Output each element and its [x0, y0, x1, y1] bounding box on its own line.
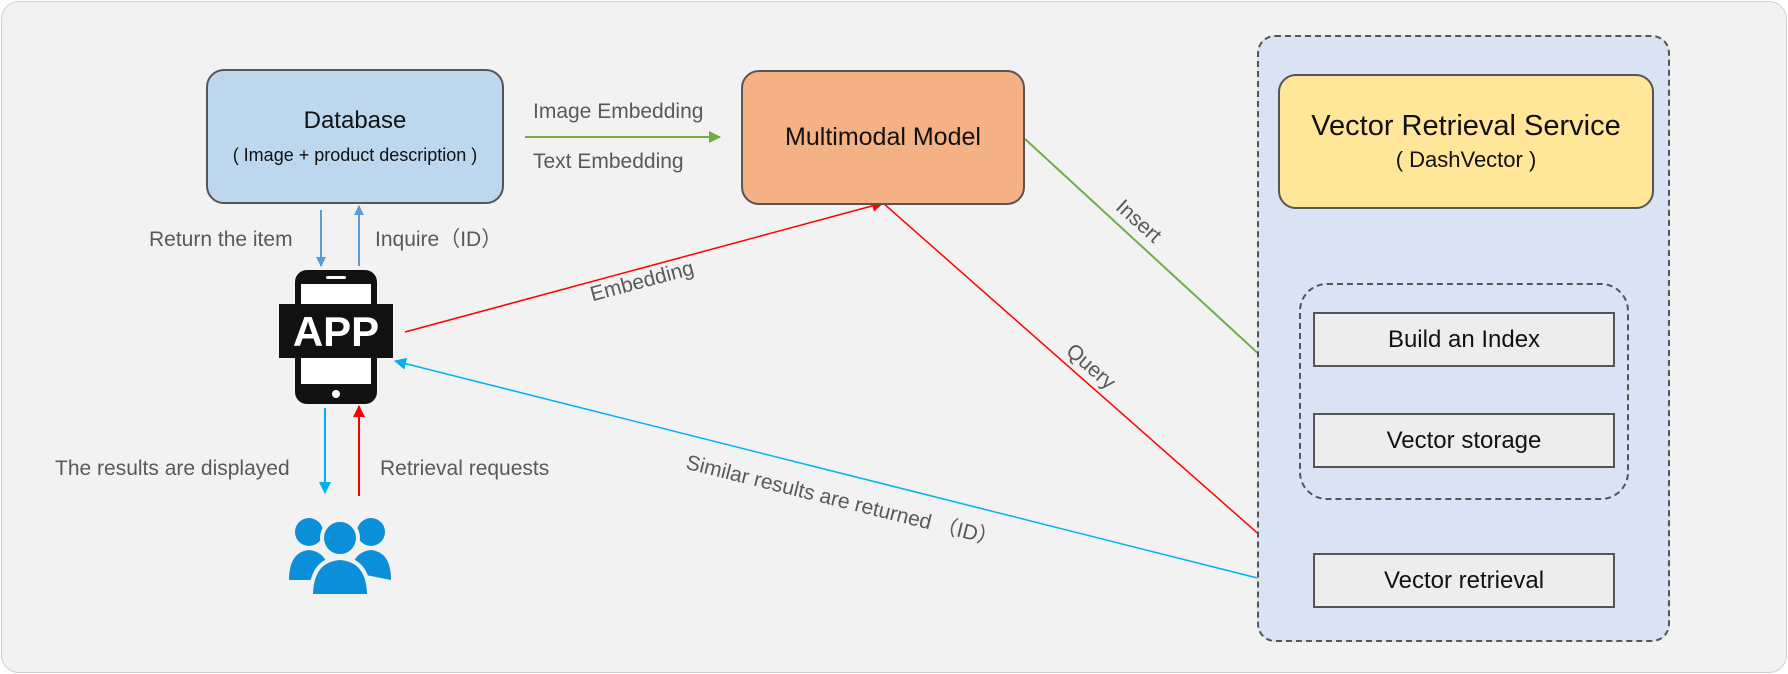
index-storage-group	[1299, 283, 1629, 500]
app-icon-text: APP	[293, 308, 379, 355]
mobile-app-icon: APP	[279, 270, 393, 404]
vector-retrieval-service-node: Vector Retrieval Service ( DashVector )	[1278, 74, 1654, 209]
label-return-item: Return the item	[149, 228, 293, 251]
label-retrieval-requests: Retrieval requests	[380, 457, 550, 480]
multimodal-model-node: Multimodal Model	[741, 70, 1025, 205]
build-index-node: Build an Index	[1313, 312, 1615, 367]
database-title: Database	[303, 107, 407, 134]
similar-results-arrow	[394, 357, 1306, 591]
multimodal-model-title: Multimodal Model	[785, 123, 981, 151]
vector-retrieval-node: Vector retrieval	[1313, 553, 1615, 608]
database-subtitle: ( Image + product description )	[232, 145, 478, 165]
insert-arrow	[1024, 138, 1300, 392]
users-group-icon	[289, 518, 391, 596]
label-text-embedding: Text Embedding	[533, 150, 684, 173]
label-image-embedding: Image Embedding	[533, 100, 704, 123]
label-inquire: Inquire（ID）	[375, 228, 503, 251]
app-embedding-arrow	[404, 200, 884, 333]
vector-service-subtitle: ( DashVector )	[1395, 147, 1537, 172]
vector-storage-node: Vector storage	[1313, 413, 1615, 468]
database-node: Database ( Image + product description )	[206, 69, 504, 204]
vector-service-title: Vector Retrieval Service	[1311, 110, 1621, 142]
label-results-displayed: The results are displayed	[55, 457, 290, 480]
query-arrow	[882, 202, 1314, 583]
